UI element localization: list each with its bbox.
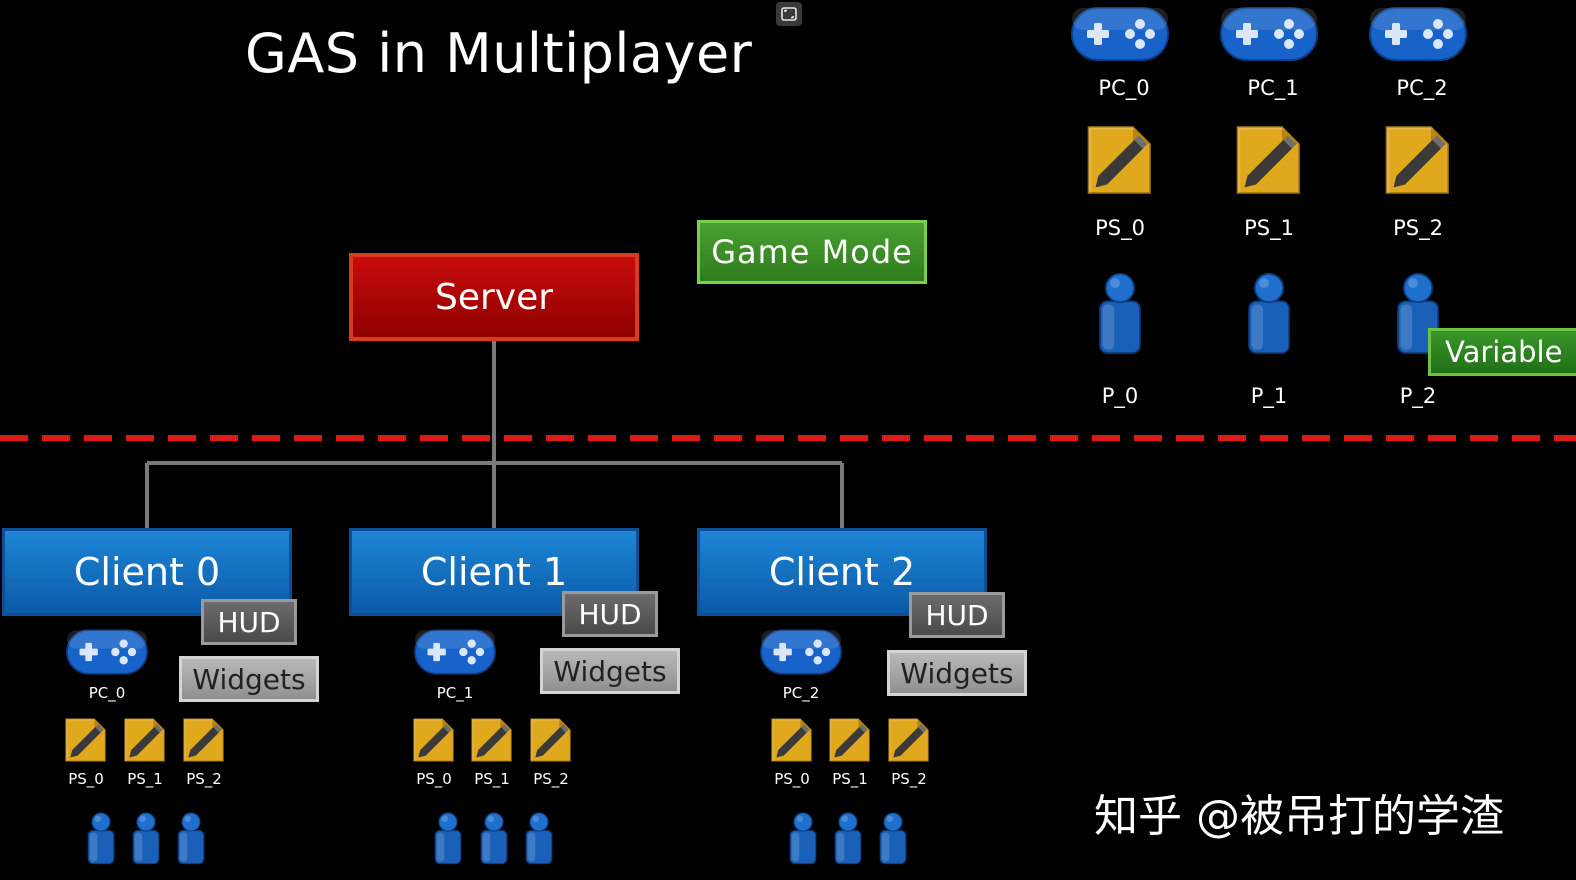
client-2-player-state-label: PS_2	[891, 770, 927, 788]
server-controller-label: PC_2	[1396, 76, 1448, 100]
client-2-player-state-label: PS_1	[832, 770, 868, 788]
server-player-state-label: PS_2	[1393, 216, 1443, 240]
client-1-player-state-label: PS_1	[474, 770, 510, 788]
client-1-player-state-icon	[530, 718, 571, 762]
client-2-hud-box: HUD	[909, 592, 1005, 638]
client-0-player-state-label: PS_1	[127, 770, 163, 788]
client-1-player-state-label: PS_0	[416, 770, 452, 788]
client-2-player-state-label: PS_0	[774, 770, 810, 788]
client-2-controller-label: PC_2	[782, 684, 820, 702]
client-0-pawn-icon	[132, 812, 160, 865]
server-pawn-label: P_1	[1250, 384, 1288, 408]
client-1-player-state-icon	[413, 718, 454, 762]
server-box: Server	[349, 253, 639, 341]
expand-icon[interactable]	[776, 2, 802, 26]
client-1-controller-icon	[414, 629, 496, 675]
client-1-widgets-box: Widgets	[540, 648, 680, 694]
client-1-pawn-icon	[480, 812, 508, 865]
server-pawn-label: P_2	[1399, 384, 1437, 408]
client-1-player-state-icon	[471, 718, 512, 762]
client-1-controller-label: PC_1	[436, 684, 474, 702]
client-0-controller-label: PC_0	[88, 684, 126, 702]
client-0-player-state-icon	[183, 718, 224, 762]
client-0-player-state-icon	[124, 718, 165, 762]
client-2-pawn-icon	[789, 812, 817, 865]
game-mode-box: Game Mode	[697, 220, 927, 284]
server-pawn-label: P_0	[1101, 384, 1139, 408]
client-2-widgets-box: Widgets	[887, 650, 1027, 696]
server-controller-label: PC_0	[1098, 76, 1150, 100]
client-1-hud-box: HUD	[562, 591, 658, 637]
client-0-player-state-label: PS_0	[68, 770, 104, 788]
client-0-pawn-icon	[87, 812, 115, 865]
server-player-state-label: PS_0	[1095, 216, 1145, 240]
client-2-controller-icon	[760, 629, 842, 675]
client-0-pawn-icon	[177, 812, 205, 865]
server-pawn-icon	[1099, 273, 1141, 354]
server-player-state-icon	[1385, 126, 1449, 194]
server-controller-icon	[1071, 7, 1169, 61]
server-player-state-label: PS_1	[1244, 216, 1294, 240]
client-2-pawn-icon	[834, 812, 862, 865]
server-player-state-icon	[1236, 126, 1300, 194]
client-0-widgets-box: Widgets	[179, 656, 319, 702]
client-0-player-state-icon	[65, 718, 106, 762]
client-2-player-state-icon	[771, 718, 812, 762]
client-2-player-state-icon	[888, 718, 929, 762]
client-1-player-state-label: PS_2	[533, 770, 569, 788]
variable-box: Variable	[1428, 328, 1576, 376]
page-title: GAS in Multiplayer	[245, 22, 753, 85]
client-1-pawn-icon	[525, 812, 553, 865]
server-controller-label: PC_1	[1247, 76, 1299, 100]
client-2-player-state-icon	[829, 718, 870, 762]
server-controller-icon	[1369, 7, 1467, 61]
client-0-hud-box: HUD	[201, 599, 297, 645]
client-0-player-state-label: PS_2	[186, 770, 222, 788]
watermark-text: 知乎 @被吊打的学渣	[1094, 791, 1504, 842]
client-2-pawn-icon	[879, 812, 907, 865]
server-controller-icon	[1220, 7, 1318, 61]
server-player-state-icon	[1087, 126, 1151, 194]
client-0-controller-icon	[66, 629, 148, 675]
client-1-pawn-icon	[434, 812, 462, 865]
server-pawn-icon	[1248, 273, 1290, 354]
